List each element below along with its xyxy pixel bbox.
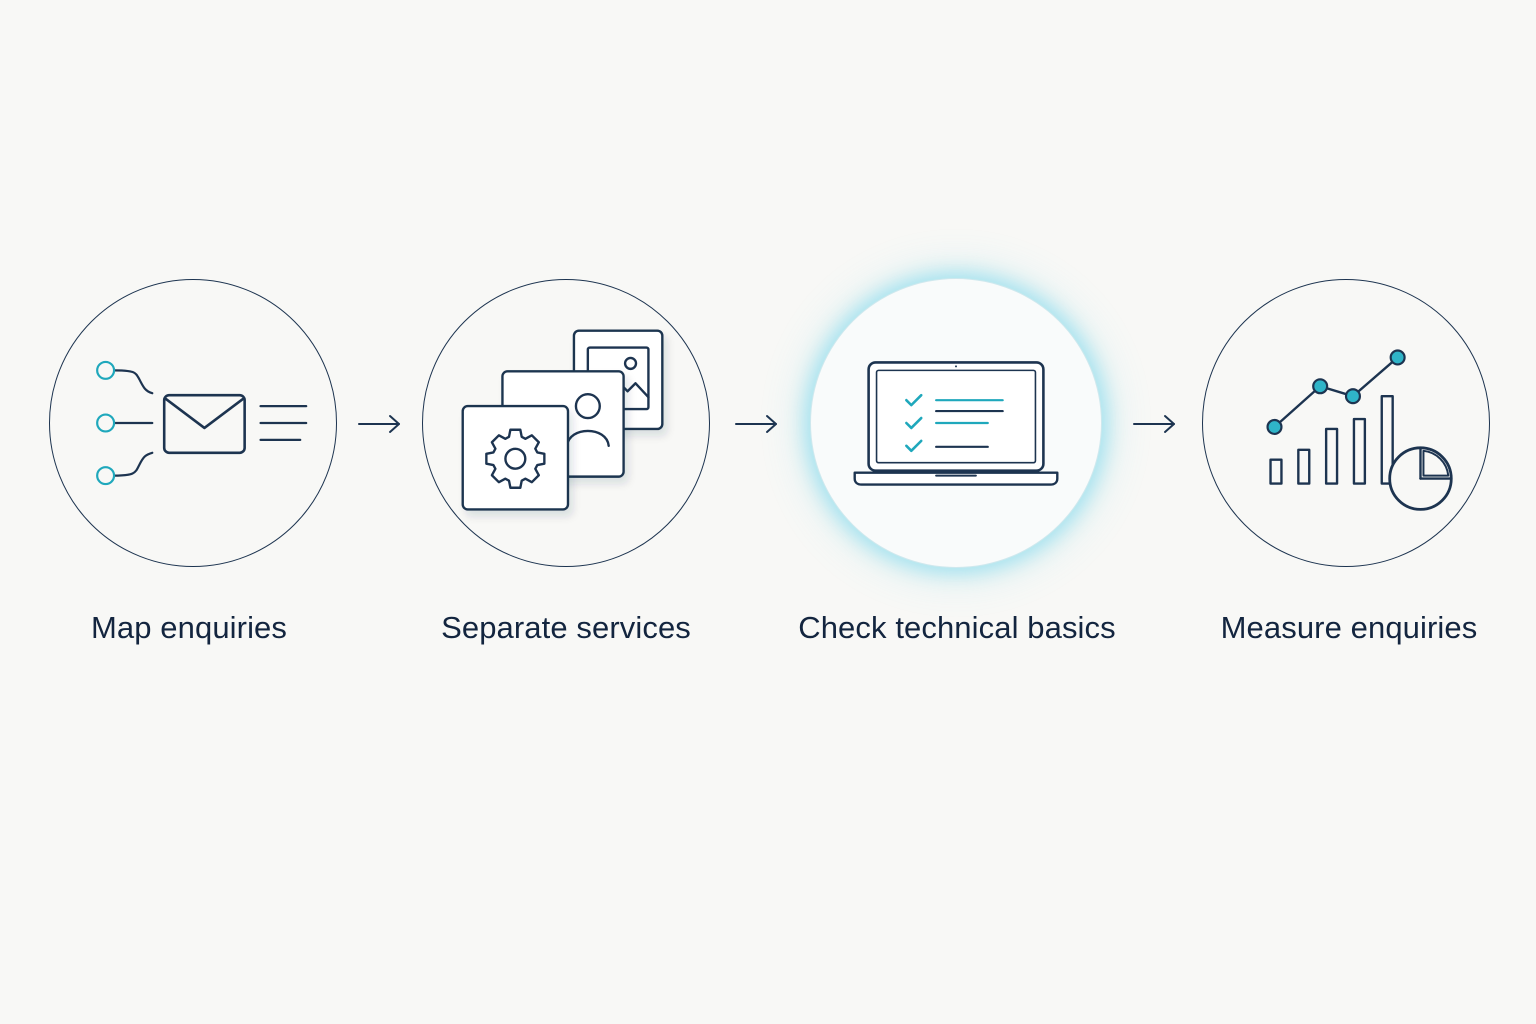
step-circle-map-enquiries: [49, 279, 337, 567]
stacked-cards-icon: [461, 329, 664, 511]
analytics-chart-icon: [1266, 349, 1453, 511]
arrow-right-icon: [357, 412, 403, 436]
step-circle-measure-enquiries: [1202, 279, 1490, 567]
step-label: Separate services: [441, 610, 691, 645]
arrow-right-icon: [1132, 412, 1178, 436]
arrow-right-icon: [734, 412, 780, 436]
step-circle-separate-services: [422, 279, 710, 567]
step-circle-check-technical-basics: [810, 278, 1102, 568]
step-label: Map enquiries: [90, 610, 288, 645]
step-label: Check technical basics: [798, 610, 1116, 645]
envelope-network-icon: [96, 360, 308, 486]
step-label: Measure enquiries: [1220, 610, 1478, 645]
laptop-checklist-icon: [853, 361, 1059, 486]
